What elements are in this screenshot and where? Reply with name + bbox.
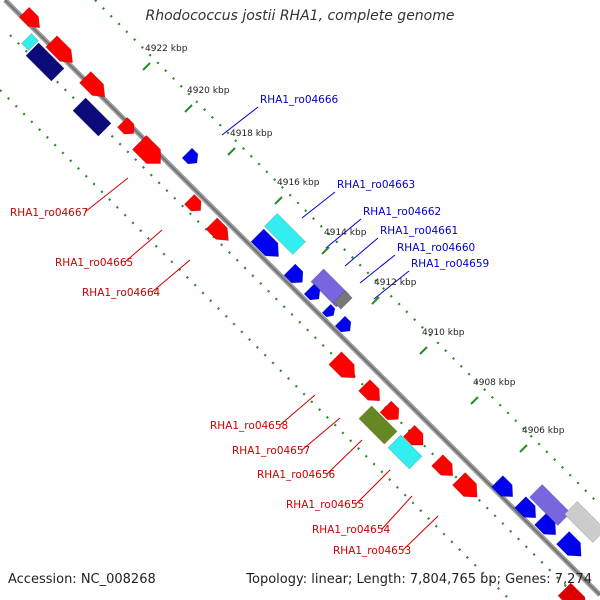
- scale-tick-label: 4912 kbp: [374, 278, 417, 288]
- gene-arrow: [328, 351, 356, 379]
- scale-tick-label: 4908 kbp: [473, 378, 516, 388]
- gene-label: RHA1_ro04656: [257, 469, 336, 481]
- accession-text: Accession: NC_008268: [8, 572, 156, 587]
- gene-arrow: [205, 217, 229, 241]
- gene-label: RHA1_ro04665: [55, 257, 133, 269]
- gene-arrow: [556, 531, 582, 557]
- gene-label: RHA1_ro04653: [333, 545, 411, 557]
- gene-arrow: [45, 35, 73, 63]
- gene-label: RHA1_ro04657: [232, 445, 310, 457]
- gene-label: RHA1_ro04659: [411, 258, 489, 270]
- scale-tick-mark: [371, 296, 380, 305]
- gene-label: RHA1_ro04666: [260, 94, 339, 106]
- gene-arrow: [321, 303, 336, 318]
- gene-arrow: [116, 116, 135, 135]
- gene-arrow: [491, 475, 514, 498]
- gene-box-cyan: [264, 213, 306, 255]
- gene-arrow: [514, 496, 537, 519]
- gene-label: RHA1_ro04667: [10, 207, 88, 219]
- gene-box-cyan: [387, 434, 423, 470]
- gene-label: RHA1_ro04658: [210, 420, 288, 432]
- leader-line: [151, 259, 191, 293]
- scale-tick-mark: [519, 444, 528, 453]
- gene-arrow: [283, 263, 304, 284]
- gene-label: RHA1_ro04662: [363, 206, 441, 218]
- gene-labels: RHA1_ro04666RHA1_ro04663RHA1_ro04662RHA1…: [10, 94, 489, 557]
- scale-tick-mark: [274, 196, 283, 205]
- gene-arrow: [250, 228, 279, 257]
- scale-tick-mark: [321, 246, 330, 255]
- gene-label: RHA1_ro04664: [82, 287, 161, 299]
- gene-label: RHA1_ro04654: [312, 524, 391, 536]
- gene-arrow: [557, 582, 586, 600]
- scale-tick-mark: [142, 62, 151, 71]
- gene-arrow: [79, 71, 106, 98]
- leader-line: [124, 229, 163, 263]
- guide-line: [0, 89, 511, 600]
- leader-line: [301, 191, 336, 219]
- scale-tick-mark: [470, 396, 479, 405]
- scale-tick-label: 4906 kbp: [522, 426, 565, 436]
- gene-label: RHA1_ro04663: [337, 179, 415, 191]
- gene-box-grey: [333, 290, 353, 310]
- leader-line: [279, 394, 316, 426]
- gene-box-navy: [25, 42, 65, 82]
- gene-box-lightgrey: [564, 501, 600, 543]
- gene-arrow: [334, 315, 352, 333]
- gene-track: [18, 6, 600, 600]
- leader-line: [359, 254, 396, 284]
- gene-arrow: [181, 147, 199, 165]
- gene-box-olive: [358, 405, 398, 445]
- gene-label: RHA1_ro04661: [380, 225, 458, 237]
- scale-tick-label: 4918 kbp: [230, 129, 273, 139]
- gene-arrow: [303, 283, 321, 301]
- leader-line: [344, 237, 379, 267]
- gene-arrow: [358, 379, 381, 402]
- gene-arrow: [183, 193, 202, 212]
- leader-line: [402, 515, 439, 551]
- leader-line: [373, 270, 410, 300]
- scale-tick-label: 4910 kbp: [422, 328, 465, 338]
- leader-line: [325, 218, 362, 249]
- leader-line: [355, 469, 391, 505]
- leader-line: [221, 106, 259, 136]
- gene-arrow: [431, 454, 454, 477]
- guide-line: [94, 0, 600, 506]
- gene-box-navy: [72, 97, 112, 137]
- gene-arrow: [402, 424, 424, 446]
- scale-tick-label: 4916 kbp: [277, 178, 320, 188]
- leader-line: [301, 417, 341, 451]
- leader-line: [326, 439, 363, 475]
- scale-tick-label: 4920 kbp: [187, 86, 230, 96]
- label-leaders: [84, 106, 439, 551]
- gene-box-cyan: [21, 33, 39, 51]
- gene-arrow: [18, 6, 41, 29]
- leader-line: [381, 495, 413, 530]
- gene-arrow: [379, 400, 400, 421]
- map-title: Rhodococcus jostii RHA1, complete genome: [145, 8, 455, 24]
- scale-tick-mark: [184, 104, 193, 113]
- scale-tick-label: 4914 kbp: [324, 228, 367, 238]
- gene-arrow: [534, 513, 557, 536]
- gene-arrow: [452, 472, 478, 498]
- scale-tick-mark: [227, 147, 236, 156]
- gene-label: RHA1_ro04655: [286, 499, 364, 511]
- scale-tick-mark: [419, 346, 428, 355]
- topology-text: Topology: linear; Length: 7,804,765 bp; …: [246, 572, 592, 587]
- leader-line: [84, 177, 129, 213]
- gene-box-lavender: [529, 484, 571, 526]
- scale-ticks: 4922 kbp 4920 kbp 4918 kbp 4916 kbp 4914 kbp…: [142, 44, 565, 453]
- scale-tick-label: 4922 kbp: [145, 44, 188, 54]
- gene-label: RHA1_ro04660: [397, 242, 475, 254]
- gene-arrow: [131, 134, 161, 164]
